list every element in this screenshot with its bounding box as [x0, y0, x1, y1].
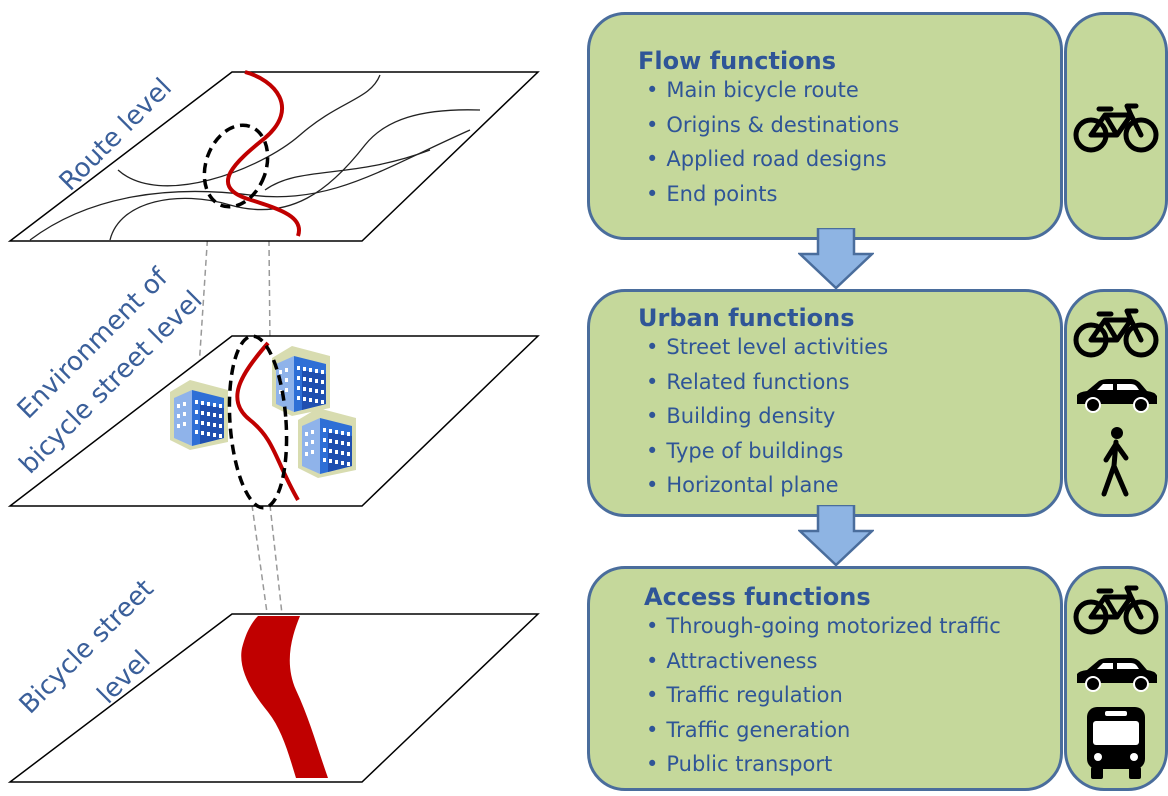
- car-icon: [1077, 379, 1157, 413]
- route-line: [225, 70, 301, 237]
- bicycle-street-shape: [241, 616, 328, 778]
- access-functions-box: Access functions Through-going motorized…: [587, 566, 1063, 791]
- list-item: End points: [646, 177, 899, 212]
- urban-functions-list: Street level activities Related function…: [646, 330, 888, 503]
- list-item: Main bicycle route: [646, 73, 899, 108]
- list-item: Origins & destinations: [646, 108, 899, 143]
- list-item: Type of buildings: [646, 434, 888, 469]
- environment-route-line: [235, 341, 300, 501]
- down-arrow: [798, 505, 874, 567]
- urban-functions-box: Urban functions Street level activities …: [587, 289, 1063, 517]
- list-item: Attractiveness: [646, 644, 1001, 679]
- list-item: Through-going motorized traffic: [646, 609, 1000, 644]
- bus-icon: [1087, 707, 1145, 779]
- environment-level-plane: Environment of bicycle street level: [7, 262, 540, 510]
- route-level-plane: Route level: [7, 70, 540, 242]
- down-arrow: [798, 228, 874, 290]
- access-icons-box: [1064, 566, 1168, 791]
- list-item: Related functions: [646, 365, 888, 400]
- list-item: Traffic generation: [646, 713, 1001, 748]
- list-item: Applied road designs: [646, 142, 899, 177]
- list-item: Horizontal plane: [646, 468, 888, 503]
- list-item: Building density: [646, 399, 888, 434]
- bicycle-icon: [1073, 308, 1159, 358]
- car-icon: [1077, 658, 1157, 692]
- list-item: Public transport: [646, 747, 1001, 782]
- pedestrian-icon: [1101, 427, 1129, 497]
- bicycle-icon: [1073, 585, 1159, 635]
- list-item: Traffic regulation: [646, 678, 1001, 713]
- access-functions-title: Access functions: [644, 583, 871, 611]
- flow-functions-title: Flow functions: [638, 47, 837, 75]
- flow-functions-box: Flow functions Main bicycle route Origin…: [587, 12, 1063, 240]
- flow-functions-list: Main bicycle route Origins & destination…: [646, 73, 899, 211]
- access-functions-list: Through-going motorized traffic Attracti…: [646, 609, 1001, 782]
- urban-icons-box: [1064, 289, 1168, 517]
- bicycle-icon: [1073, 103, 1159, 153]
- bicycle-street-level-plane: Bicycle street level: [7, 574, 540, 783]
- urban-functions-title: Urban functions: [638, 304, 855, 332]
- flow-icons-box: [1064, 12, 1168, 240]
- list-item: Street level activities: [646, 330, 888, 365]
